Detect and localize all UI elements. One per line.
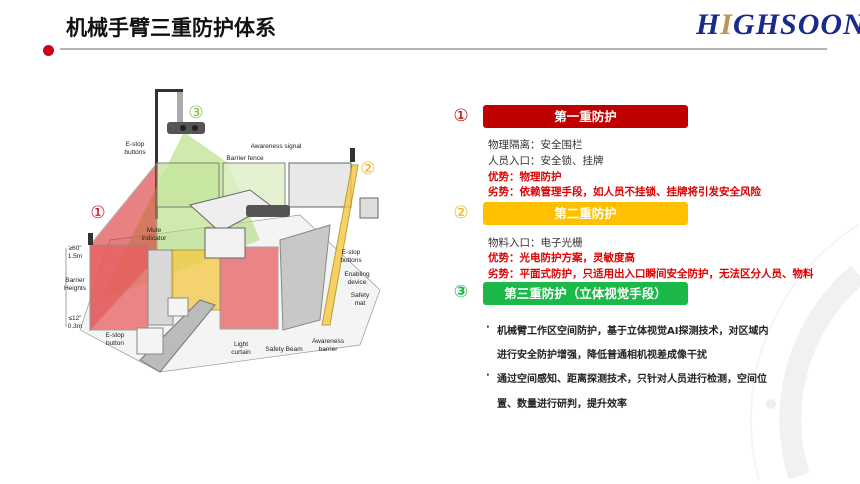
label-safety-mat: Safety <box>351 292 370 299</box>
highsoon-logo: HIGHSOON <box>696 8 860 41</box>
level-3-bullet: 机械臂工作区空间防护，基于立体视觉AI探测技术，对区域内 <box>497 326 769 337</box>
label-awareness-signal: Awareness signal <box>251 143 302 150</box>
decor-arc <box>779 265 860 480</box>
camera-pole <box>155 89 158 219</box>
decor-arc <box>749 224 859 481</box>
label-barrier-heights: Heights <box>64 285 87 292</box>
label-estop-buttons: E-stop <box>126 141 145 148</box>
bullet-icon: · <box>486 370 490 381</box>
right-light-curtain <box>321 164 359 326</box>
label-estop-buttons: buttons <box>124 149 146 156</box>
level-3-bullet: 通过空间感知、距离探测技术，只针对人员进行检测，空间位 <box>497 374 767 385</box>
label-height-bottom: 0.3m <box>68 323 82 330</box>
level-1-line: 物理隔离：安全围栏 <box>488 139 583 151</box>
camera-mount <box>177 92 183 122</box>
front-fence-red-2 <box>219 246 279 330</box>
label-light-curtain: curtain <box>231 349 251 356</box>
camera-arm <box>155 89 183 92</box>
camera-lens <box>192 125 198 131</box>
level-2-header: 第二重防护 <box>483 202 688 225</box>
box <box>136 327 164 355</box>
signal-light <box>88 233 93 245</box>
label-enabling-device: device <box>348 279 367 286</box>
label-barrier-fence: Barrier fence <box>226 155 264 162</box>
marker-1: ① <box>90 203 105 222</box>
label-mute-indicator: Mute <box>147 227 162 234</box>
label-awareness-barrier: barrier <box>319 346 339 353</box>
title-accent-dot <box>43 45 54 56</box>
robot-base <box>204 227 246 259</box>
label-mute-indicator: indicator <box>142 235 167 242</box>
marker-3: ③ <box>188 103 203 122</box>
level-3-bullet-cont: 置、数量进行研判，提升效率 <box>497 399 627 410</box>
decor-dot <box>766 399 776 409</box>
label-height-top: 1.5m <box>68 253 82 260</box>
level-3-bullet-cont: 进行安全防护增强，降低普通相机视差成像干扰 <box>497 350 707 361</box>
level-3-marker: ③ <box>453 282 469 302</box>
label-estop-buttons-right: buttons <box>340 257 362 264</box>
robot-cell-safety-diagram: ① ② ③ E-stop buttons Awareness signal Ba… <box>64 89 381 373</box>
label-awareness-barrier: Awareness <box>312 338 345 345</box>
level-1-marker: ① <box>453 106 469 126</box>
level-1-advantage: 优势：物理防护 <box>488 171 562 183</box>
enabling-device <box>359 197 379 219</box>
level-1-disadvantage: 劣势：依赖管理手段，如人员不挂锁、挂牌将引发安全风险 <box>488 186 761 198</box>
label-safety-mat: mat <box>355 300 366 307</box>
level-2-disadvantage: 劣势：平面式防护，只适用出入口瞬间安全防护，无法区分人员、物料 <box>488 268 814 280</box>
label-safety-beam: Safety Beam <box>265 346 302 353</box>
label-estop-button: button <box>106 340 124 347</box>
label-height-top: ≥60" <box>68 245 82 252</box>
label-estop-button: E-stop <box>106 332 125 339</box>
second-camera-icon <box>246 205 290 217</box>
level-2-line: 物料入口：电子光栅 <box>488 237 583 249</box>
label-enabling-device: Enabling <box>344 271 370 278</box>
level-3-header: 第三重防护（立体视觉手段） <box>483 282 688 305</box>
label-estop-buttons-right: E-stop <box>342 249 361 256</box>
marker-2: ② <box>360 159 375 178</box>
level-2-advantage: 优势：光电防护方案，灵敏度高 <box>488 252 635 264</box>
level-1-line: 人员入口：安全锁、挂牌 <box>488 155 604 167</box>
label-light-curtain: Light <box>234 341 248 348</box>
label-height-bottom: ≤12" <box>68 315 82 322</box>
level-1-header: 第一重防护 <box>483 105 688 128</box>
level-2-marker: ② <box>453 203 469 223</box>
box <box>167 297 189 317</box>
camera-lens <box>180 125 186 131</box>
title-divider <box>60 48 827 50</box>
label-barrier-heights: Barrier <box>65 277 85 284</box>
page-title: 机械手臂三重防护体系 <box>66 16 276 40</box>
front-fence-red <box>89 244 149 331</box>
awareness-signal-light <box>350 148 355 162</box>
bullet-icon: · <box>486 322 490 333</box>
safety-mat <box>279 224 331 331</box>
